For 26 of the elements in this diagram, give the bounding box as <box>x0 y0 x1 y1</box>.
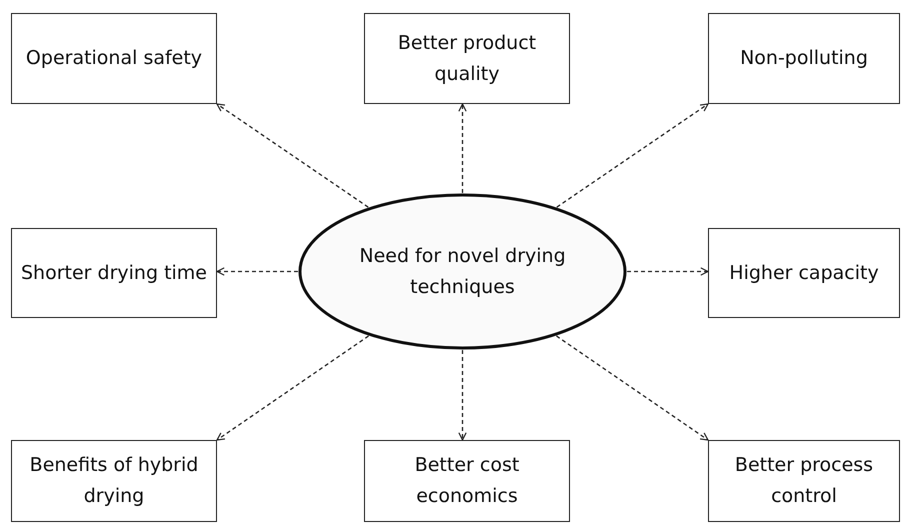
node-label: Better process control <box>734 453 874 509</box>
dashed-arrow <box>627 267 709 276</box>
node-label: Better product quality <box>396 30 538 86</box>
dashed-arrow <box>458 103 467 193</box>
text-box <box>11 440 217 522</box>
dashed-arrow <box>216 103 369 208</box>
dashed-arrow <box>216 335 369 441</box>
text-box <box>11 13 217 104</box>
node-label: Operational safety <box>24 46 204 71</box>
text-box <box>708 228 900 318</box>
dashed-arrow <box>556 335 709 441</box>
node-label: Non-polluting <box>739 46 869 71</box>
dashed-arrow <box>556 103 709 208</box>
text-box <box>708 440 900 522</box>
node-label: Higher capacity <box>728 260 880 286</box>
node-label: Better cost economics <box>414 453 520 509</box>
text-box <box>11 228 217 318</box>
node-label: Benefits of hybrid drying <box>28 453 200 509</box>
dashed-arrow <box>216 267 298 276</box>
ellipse-node <box>298 193 627 350</box>
node-label: Shorter drying time <box>20 260 208 286</box>
text-box <box>708 13 900 104</box>
dashed-arrow <box>458 350 467 441</box>
text-box <box>364 440 570 522</box>
node-label: Need for novel drying techniques <box>358 244 567 300</box>
text-box <box>364 13 570 104</box>
